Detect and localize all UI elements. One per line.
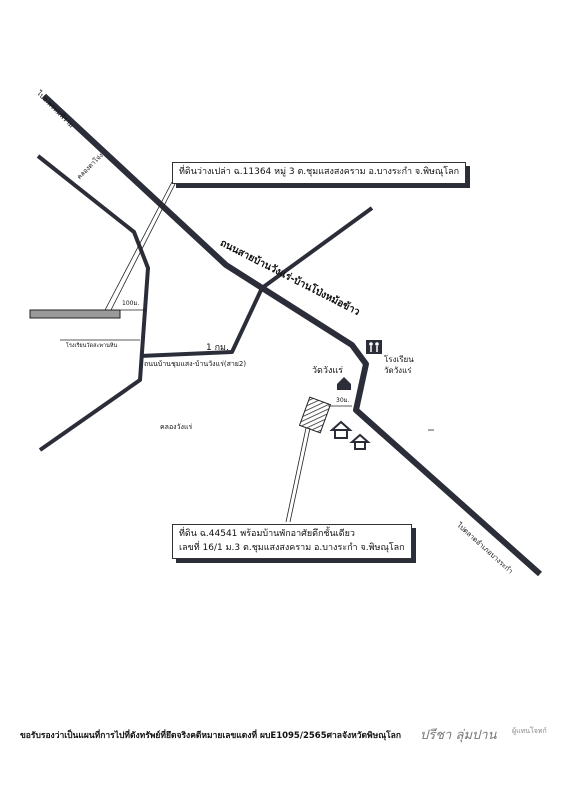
- school-icon: [366, 340, 382, 354]
- temple-icon: [337, 377, 351, 390]
- connector-road: [139, 206, 374, 358]
- leader-line-vacant: [103, 181, 173, 313]
- house-icon: [329, 420, 371, 450]
- property-text-1: ที่ดิน ฉ.44541 พร้อมบ้านพักอาศัยตึกชั้นเ…: [179, 529, 355, 539]
- vacant-land-parcel: [29, 309, 121, 319]
- signer-role: ผู้แทนโจทก์: [512, 727, 547, 735]
- small-school-label: โรงเรียนวัดสะพานหิน: [66, 343, 118, 349]
- temple-label: วัดวังแร่: [312, 366, 343, 376]
- leader-line-property-2: [289, 427, 311, 523]
- canal-2-label: คลองวังแร่: [160, 423, 193, 431]
- vacant-land-text: ที่ดินว่างเปล่า ฉ.11364 หมู่ 3 ต.ชุมแสงส…: [179, 167, 460, 177]
- distance-30m: 30ม.: [336, 397, 350, 404]
- certification-text: ขอรับรองว่าเป็นแผนที่การไปที่ดังทรัพย์ที…: [20, 731, 402, 741]
- signature: ปรีชา ลุ่มปาน: [420, 728, 497, 743]
- distance-1km: 1 กม.: [206, 343, 229, 353]
- property-callout: ที่ดิน ฉ.44541 พร้อมบ้านพักอาศัยตึกชั้นเ…: [172, 524, 412, 559]
- property-parcel: [298, 396, 332, 434]
- canal-road-west: [36, 154, 150, 452]
- school-label-1: โรงเรียน: [384, 355, 414, 364]
- main-road-line: [41, 93, 542, 577]
- distance-100m: 100ม.: [122, 300, 140, 307]
- school-label-2: วัดวังแร่: [384, 366, 412, 375]
- vacant-land-callout: ที่ดินว่างเปล่า ฉ.11364 หมู่ 3 ต.ชุมแสงส…: [172, 162, 467, 184]
- property-text-2: เลขที่ 16/1 ม.3 ต.ชุมแสงสงคราม อ.บางระกำ…: [179, 542, 405, 553]
- side-road-label: ถนนบ้านชุมแสง-บ้านวังแร่(สาย2): [144, 360, 247, 368]
- leader-line-property: [285, 427, 307, 523]
- leader-line-vacant-2: [109, 181, 177, 313]
